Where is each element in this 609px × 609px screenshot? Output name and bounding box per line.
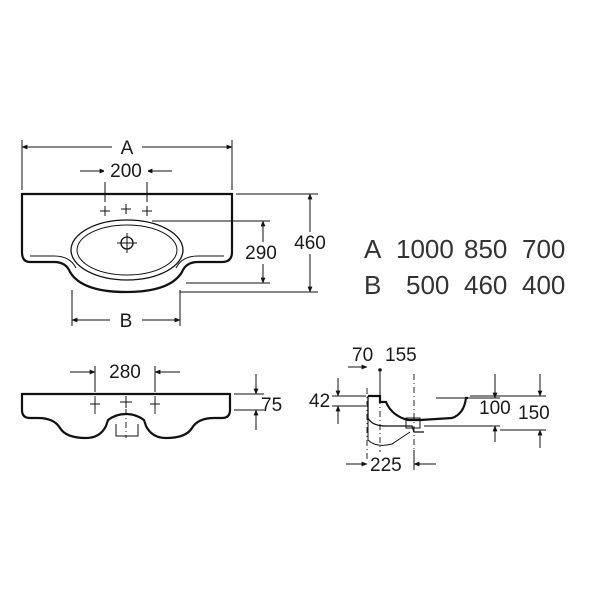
- front-view: 280 75: [20, 361, 282, 440]
- basin-inner-rim: [30, 255, 77, 269]
- table-row-b-label: B: [364, 270, 381, 300]
- side-view: 70 155 42 100 150 225: [309, 345, 550, 476]
- dim-280-label: 280: [109, 362, 141, 383]
- dim-75-label: 75: [261, 395, 282, 416]
- table-row-a-value: 850: [464, 234, 507, 264]
- dim-a-label: A: [121, 138, 134, 159]
- dim-42-label: 42: [309, 391, 330, 412]
- basin-inner-rim-right: [175, 255, 224, 269]
- table-row-a-value: 1000: [396, 234, 454, 264]
- bowl-outline: [70, 219, 184, 281]
- tap-hole-icon: [100, 206, 110, 216]
- dim-155-label: 155: [385, 345, 417, 366]
- dim-100-label: 100: [479, 398, 511, 419]
- table-row-a-value: 700: [522, 234, 565, 264]
- basin-side-outline: [368, 394, 468, 422]
- basin-top-outline: [20, 192, 234, 294]
- table-row-a-label: A: [364, 234, 382, 264]
- dim-290-label: 290: [245, 243, 277, 264]
- tap-hole-icon: [90, 399, 100, 409]
- tap-hole-icon: [150, 399, 160, 409]
- dim-70-label: 70: [352, 345, 373, 366]
- table-row-b-value: 500: [406, 270, 449, 300]
- tap-hole-icon: [142, 206, 152, 216]
- dim-225-label: 225: [370, 455, 402, 476]
- dim-150-label: 150: [518, 403, 550, 424]
- tap-hole-icon: [121, 204, 131, 214]
- size-table: A 1000 850 700 B 500 460 400: [364, 234, 565, 300]
- tap-holes: [100, 204, 152, 216]
- dim-b-label: B: [120, 311, 133, 332]
- dim-460-label: 460: [294, 233, 326, 254]
- top-view: A 200 290 460 B: [20, 134, 332, 332]
- tap-hole-icon: [120, 396, 132, 408]
- table-row-b-value: 460: [464, 270, 507, 300]
- dim-200-label: 200: [110, 161, 142, 182]
- table-row-b-value: 400: [522, 270, 565, 300]
- bowl-inner: [76, 224, 178, 276]
